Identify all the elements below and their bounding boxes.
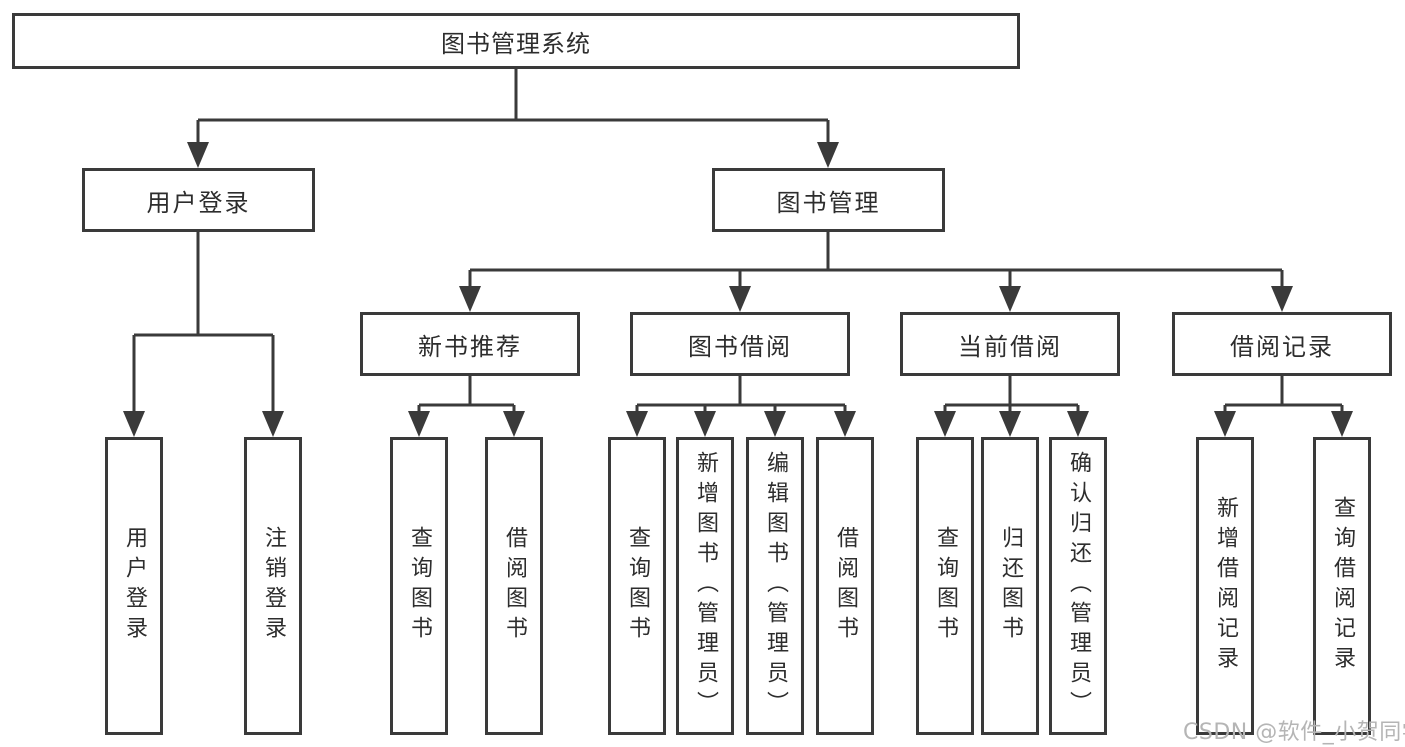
arrow-down-icon — [1271, 286, 1293, 312]
arrow-down-icon — [1067, 411, 1089, 437]
leaf-query-books-current: 查询图书 — [916, 437, 974, 735]
arrow-down-icon — [764, 411, 786, 437]
csdn-watermark: CSDN @软件_小贺同学 — [1183, 720, 1405, 745]
arrow-down-icon — [934, 411, 956, 437]
node-borrowing-records: 借阅记录 — [1172, 312, 1392, 376]
leaf-borrow-books: 借阅图书 — [816, 437, 874, 735]
node-current-borrowing: 当前借阅 — [900, 312, 1120, 376]
leaf-logout: 注销登录 — [244, 437, 302, 735]
node-book-borrowing: 图书借阅 — [630, 312, 850, 376]
leaf-borrow-books-recommend: 借阅图书 — [485, 437, 543, 735]
leaf-query-books-borrowing: 查询图书 — [608, 437, 666, 735]
arrow-down-icon — [1331, 411, 1353, 437]
arrow-down-icon — [999, 411, 1021, 437]
arrow-down-icon — [626, 411, 648, 437]
leaf-add-borrow-record: 新增借阅记录 — [1196, 437, 1254, 735]
leaf-query-books-recommend: 查询图书 — [390, 437, 448, 735]
leaf-user-login: 用户登录 — [105, 437, 163, 735]
arrow-down-icon — [187, 142, 209, 168]
leaf-add-books-admin: 新增图书（管理员） — [676, 437, 734, 735]
arrow-down-icon — [503, 411, 525, 437]
arrow-down-icon — [459, 286, 481, 312]
arrow-down-icon — [694, 411, 716, 437]
arrow-down-icon — [262, 411, 284, 437]
node-library-system: 图书管理系统 — [12, 13, 1020, 69]
leaf-query-borrow-record: 查询借阅记录 — [1313, 437, 1371, 735]
arrow-down-icon — [123, 411, 145, 437]
leaf-confirm-return-admin: 确认归还（管理员） — [1049, 437, 1107, 735]
node-book-management: 图书管理 — [712, 168, 945, 232]
arrow-down-icon — [834, 411, 856, 437]
arrow-down-icon — [1214, 411, 1236, 437]
node-user-login: 用户登录 — [82, 168, 315, 232]
arrow-down-icon — [999, 286, 1021, 312]
leaf-edit-books-admin: 编辑图书（管理员） — [746, 437, 804, 735]
node-new-book-recommend: 新书推荐 — [360, 312, 580, 376]
arrow-down-icon — [408, 411, 430, 437]
arrow-down-icon — [729, 286, 751, 312]
arrow-down-icon — [817, 142, 839, 168]
leaf-return-books: 归还图书 — [981, 437, 1039, 735]
